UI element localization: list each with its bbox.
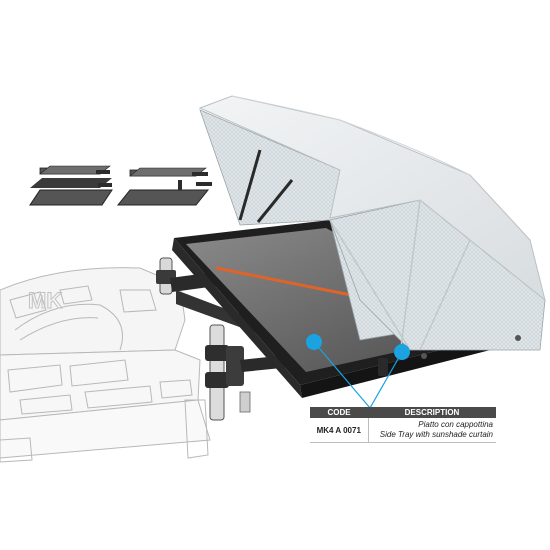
thumbnail-tray-pair-left xyxy=(29,165,113,206)
description-english: Side Tray with sunshade curtain xyxy=(379,430,493,439)
table-row: MK4 A 0071 Piatto con cappottina Side Tr… xyxy=(310,418,496,443)
leg-clamps xyxy=(156,257,251,421)
product-code: MK4 A 0071 xyxy=(310,418,369,443)
product-description: Piatto con cappottina Side Tray with sun… xyxy=(368,418,496,443)
description-italian: Piatto con cappottina xyxy=(418,420,493,429)
callout-dot-icon xyxy=(306,334,410,409)
svg-text:MK: MK xyxy=(28,288,62,313)
thumbnail-tray-pair-right xyxy=(116,167,212,206)
spec-table-header: CODE DESCRIPTION xyxy=(310,407,496,418)
description-column-header: DESCRIPTION xyxy=(368,407,496,418)
code-column-header: CODE xyxy=(310,407,368,418)
product-spec-table: CODE DESCRIPTION MK4 A 0071 Piatto con c… xyxy=(310,407,496,443)
sunshade-curtain xyxy=(198,95,546,376)
seatbox-sketch: MK xyxy=(0,267,211,463)
